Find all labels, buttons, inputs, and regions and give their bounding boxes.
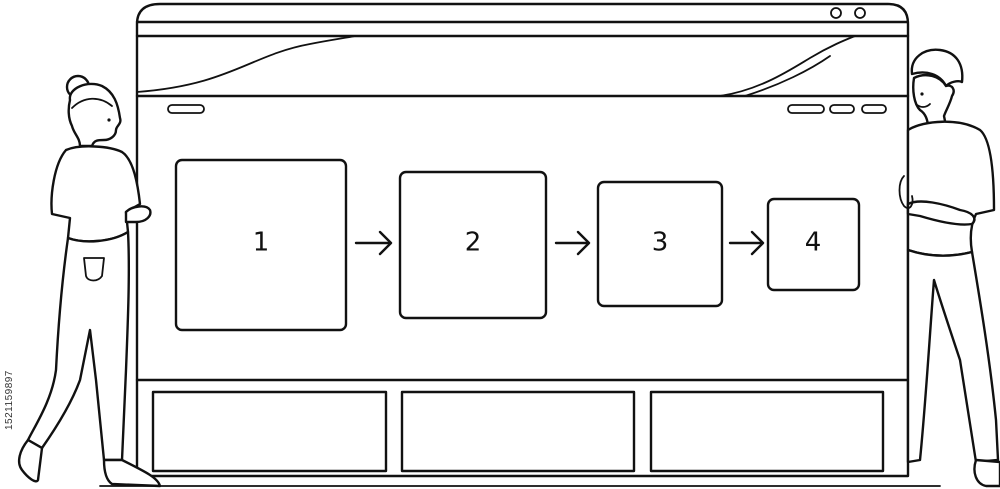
arrow-right-icon [728,230,765,256]
footer-section [135,378,910,473]
nav-pill-3[interactable] [861,104,887,114]
nav-pill-1[interactable] [787,104,825,114]
logo-pill[interactable] [167,104,205,114]
window-control-dot-1[interactable] [830,7,842,19]
nav-pill-2[interactable] [829,104,855,114]
nav-bar [167,104,887,114]
header-banner [136,35,856,97]
watermark-id: 1521159897 [4,370,15,430]
arrow-right-icon [554,230,591,256]
footer-card-2[interactable] [400,390,636,473]
banner-curve-right-1 [719,35,856,97]
step-label-1: 1 [253,228,270,258]
step-box-1[interactable]: 1 [174,158,348,332]
step-label-3: 3 [652,228,669,258]
man-figure [898,48,1000,488]
step-box-3[interactable]: 3 [596,180,724,308]
step-label-2: 2 [465,228,482,258]
arrow-right-icon [354,230,393,256]
banner-curve-left [136,35,356,93]
footer-card-1[interactable] [151,390,388,473]
step-label-4: 4 [805,228,822,258]
step-box-2[interactable]: 2 [398,170,548,320]
footer-card-3[interactable] [649,390,885,473]
banner-curve-right-2 [744,55,831,97]
window-control-dot-2[interactable] [854,7,866,19]
step-box-4[interactable]: 4 [766,197,861,292]
woman-figure [17,74,162,488]
